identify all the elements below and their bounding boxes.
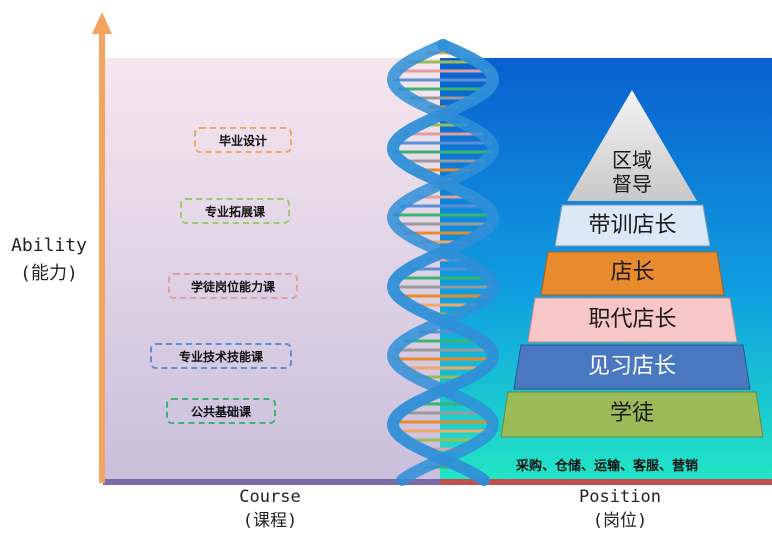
x-axis-position-label-line2: (岗位) <box>592 511 648 531</box>
dna-strand <box>387 39 499 486</box>
y-axis-label-line2: (能力) <box>20 263 78 284</box>
course-graduation-design: 毕业设计 <box>194 127 292 153</box>
pyramid-tier-1 <box>554 204 711 247</box>
y-axis-line <box>99 30 105 483</box>
pyramid-tier-3 <box>527 297 738 343</box>
pyramid-top-label: 区域 督导 <box>567 148 697 196</box>
y-axis-arrowhead <box>92 12 112 34</box>
x-axis-position-label: Position (岗位) <box>540 485 700 533</box>
dna-strand <box>387 39 499 486</box>
course-apprentice-post-ability: 学徒岗位能力课 <box>168 273 298 299</box>
course-professional-expansion: 专业拓展课 <box>180 198 290 224</box>
pyramid-tier-2 <box>540 251 725 296</box>
tier-label-4: 见习店长 <box>587 354 676 379</box>
x-axis-course-bar <box>103 479 440 485</box>
tier-label-5: 学徒 <box>609 401 654 426</box>
x-axis-course-label: Course (课程) <box>200 485 340 533</box>
x-axis-course-label-line1: Course <box>239 487 301 507</box>
pyramid-top-label-line2: 督导 <box>612 172 652 196</box>
x-axis-course-label-line2: (课程) <box>242 511 298 531</box>
pyramid-base-caption: 采购、仓储、运输、客服、营销 <box>515 459 698 474</box>
pyramid-tier-5 <box>500 391 764 438</box>
y-axis-label-line1: Ability <box>11 235 87 256</box>
x-axis-position-bar <box>440 479 772 485</box>
dna-helix <box>387 39 499 486</box>
tier-label-3: 职代店长 <box>588 307 677 332</box>
x-axis-position-label-line1: Position <box>579 487 661 507</box>
pyramid-top-tier <box>567 90 697 201</box>
course-public-basic: 公共基础课 <box>166 398 276 424</box>
position-pyramid <box>500 90 764 438</box>
pyramid-top-label-line1: 区域 <box>612 148 652 172</box>
course-professional-technical-skills: 专业技术技能课 <box>150 343 292 369</box>
y-axis-label: Ability (能力) <box>0 232 98 288</box>
pyramid-tier-4 <box>513 344 751 390</box>
tier-label-1: 带训店长 <box>588 213 677 238</box>
tier-label-2: 店长 <box>610 260 655 285</box>
